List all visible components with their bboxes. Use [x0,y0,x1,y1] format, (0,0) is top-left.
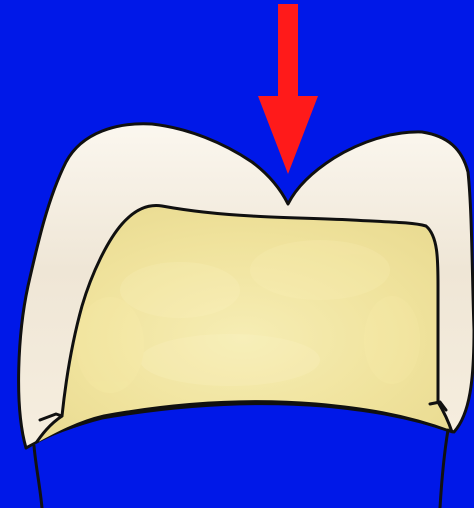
arrow-head [258,96,318,174]
pressure-arrow [258,4,318,174]
arrow-shaft [278,4,298,99]
